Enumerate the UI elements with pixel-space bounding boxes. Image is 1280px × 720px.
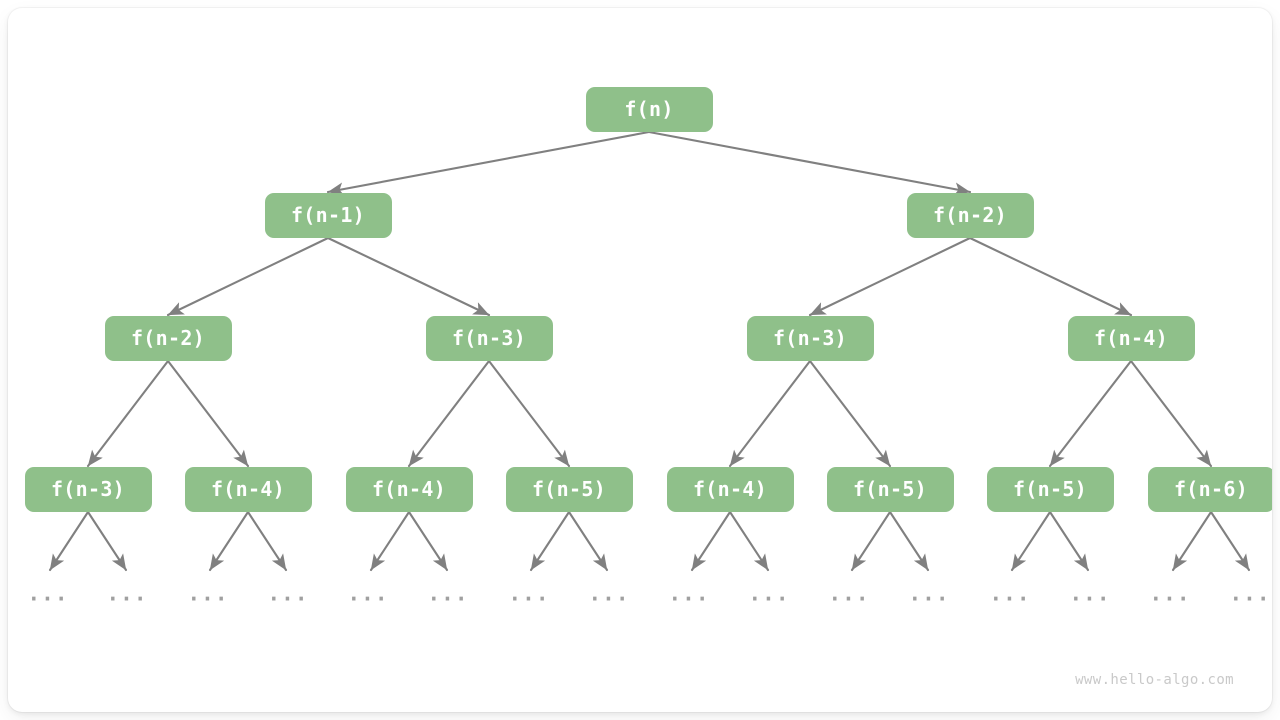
tree-ellipsis: ... (828, 581, 870, 606)
tree-ellipsis: ... (989, 581, 1031, 606)
tree-node[interactable]: f(n-3) (425, 315, 553, 361)
tree-ellipsis: ... (1229, 581, 1271, 606)
tree-edge (808, 359, 892, 468)
tree-edge (326, 130, 651, 196)
tree-node[interactable]: f(n-2) (104, 315, 232, 361)
tree-edge (968, 236, 1133, 317)
tree-ellipsis: ... (908, 581, 950, 606)
tree-ellipsis: ... (668, 581, 710, 606)
tree-node[interactable]: f(n-4) (1067, 315, 1195, 361)
tree-edge (690, 510, 732, 572)
tree-ellipsis: ... (427, 581, 469, 606)
tree-node[interactable]: f(n-4) (345, 466, 473, 512)
tree-edge (1171, 510, 1213, 572)
tree-ellipsis: ... (347, 581, 389, 606)
tree-edge (1010, 510, 1052, 572)
tree-edge (1129, 359, 1213, 468)
tree-ellipsis: ... (748, 581, 790, 606)
tree-node[interactable]: f(n-2) (906, 192, 1034, 238)
tree-edge (487, 359, 571, 468)
tree-edge (407, 359, 491, 468)
tree-ellipsis: ... (27, 581, 69, 606)
tree-edge (166, 359, 250, 468)
tree-edge (369, 510, 411, 572)
tree-edge (850, 510, 892, 572)
tree-node[interactable]: f(n-5) (826, 466, 954, 512)
tree-node[interactable]: f(n-5) (986, 466, 1114, 512)
tree-ellipsis: ... (508, 581, 550, 606)
tree-edge (529, 510, 571, 572)
tree-ellipsis: ... (267, 581, 309, 606)
tree-node[interactable]: f(n) (585, 86, 713, 132)
tree-node[interactable]: f(n-5) (505, 466, 633, 512)
tree-edge (647, 130, 972, 196)
tree-edge (407, 510, 449, 572)
tree-node[interactable]: f(n-4) (666, 466, 794, 512)
tree-edge (728, 359, 812, 468)
tree-edge (326, 236, 491, 317)
tree-ellipsis: ... (106, 581, 148, 606)
tree-edge (728, 510, 770, 572)
tree-edge (208, 510, 250, 572)
tree-ellipsis: ... (187, 581, 229, 606)
tree-edge (1048, 359, 1133, 468)
watermark: www.hello-algo.com (1075, 672, 1234, 688)
tree-node[interactable]: f(n-1) (264, 192, 392, 238)
tree-edge (567, 510, 609, 572)
tree-edge (888, 510, 930, 572)
tree-edge (808, 236, 972, 317)
tree-edge (1209, 510, 1251, 572)
tree-edge (86, 359, 170, 468)
tree-edge (246, 510, 288, 572)
tree-edge (1048, 510, 1090, 572)
tree-node[interactable]: f(n-3) (746, 315, 874, 361)
tree-node[interactable]: f(n-3) (24, 466, 152, 512)
tree-edge (48, 510, 90, 572)
tree-ellipsis: ... (588, 581, 630, 606)
tree-ellipsis: ... (1069, 581, 1111, 606)
tree-edge (166, 236, 330, 317)
diagram-card: f(n) f(n-1) f(n-2) f(n-2) f(n-3) f(n-3) f(n-4)… (8, 8, 1272, 712)
tree-node[interactable]: f(n-4) (184, 466, 312, 512)
tree-edge (86, 510, 128, 572)
tree-ellipsis: ... (1149, 581, 1191, 606)
tree-node[interactable]: f(n-6) (1147, 466, 1272, 512)
